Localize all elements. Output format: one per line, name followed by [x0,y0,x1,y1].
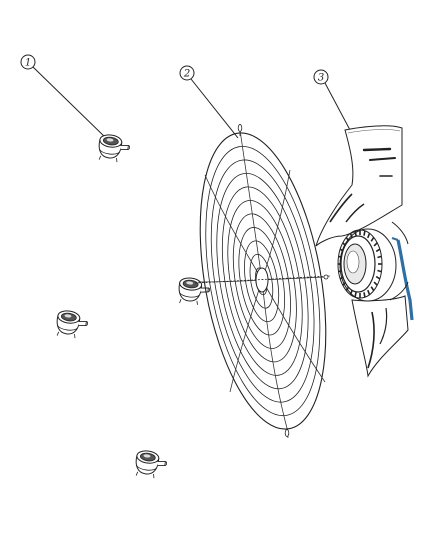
knurl-tooth [367,233,371,239]
guard-ring [205,145,321,417]
guard-ring [232,213,291,349]
guard-ring [238,227,285,336]
callout-3: 3 [313,69,351,131]
knurl-tooth [367,289,371,295]
callout-3-leader [324,82,351,131]
callout-2-leader [190,78,239,139]
knurl-tooth [363,230,366,236]
mounting-clip [96,133,132,165]
mounting-clip [54,309,90,341]
knurl-tooth [354,230,357,236]
knurl-tooth [354,292,357,298]
guard-ring [210,159,315,403]
guard-rings [199,132,327,430]
knurl-tooth [377,269,382,273]
callout-3-label: 3 [318,73,324,84]
knurl-tooth [375,248,381,253]
callout-1-label: 1 [25,58,31,69]
callout-2-label: 2 [183,69,190,80]
knurl-tooth [370,286,375,292]
guard-ring [227,200,297,363]
knurl-tooth [363,292,366,298]
fan-guard [194,124,331,439]
fan-impeller [315,125,414,378]
knurl-tooth [375,275,381,280]
knurl-tooth [370,236,375,242]
callout-1-leader [32,66,109,141]
knurl-tooth [373,242,378,247]
guard-ring [216,173,309,390]
knurl-outline [337,229,383,299]
knurl-tooth [377,255,382,259]
knurl-tooth [373,281,378,286]
callout-2: 2 [179,65,239,139]
mounting-clip [133,449,169,481]
guard-ring [199,132,327,430]
guard-ring [221,186,303,376]
callout-1: 1 [20,54,109,141]
